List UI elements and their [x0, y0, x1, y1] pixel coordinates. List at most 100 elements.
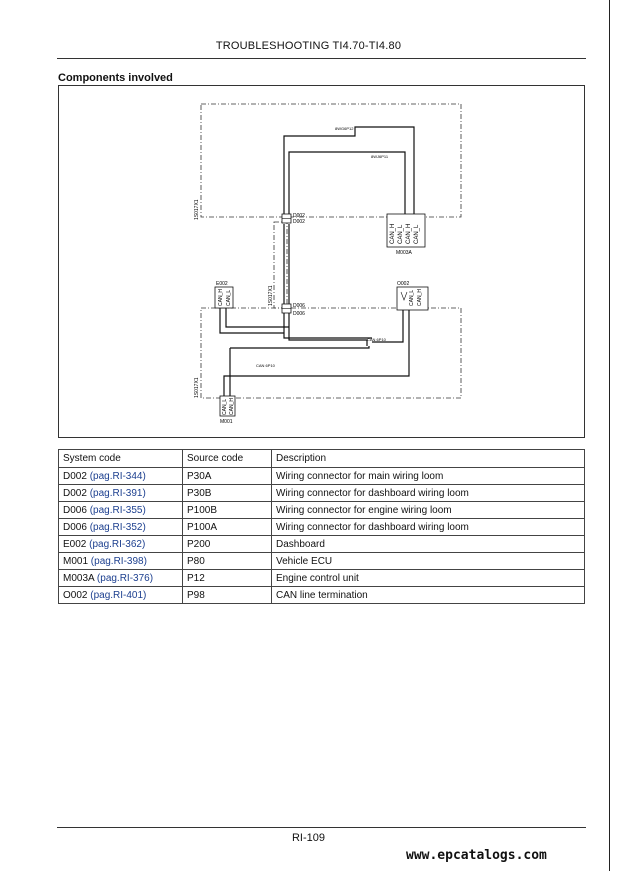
loom-label-top: 1S017X1	[194, 199, 200, 220]
loom-label-bottom: 1S017X1	[194, 377, 200, 398]
loom-label-middle: 1S017X1	[268, 285, 274, 306]
description-cell: Dashboard	[271, 535, 585, 553]
table-row: E002 (pag.RI-362) P200 Dashboard	[58, 535, 585, 553]
table-row: D006 (pag.RI-355) P100B Wiring connector…	[58, 501, 585, 519]
table-row: D002 (pag.RI-391) P30B Wiring connector …	[58, 484, 585, 502]
system-code-cell: E002 (pag.RI-362)	[58, 535, 183, 553]
source-code-cell: P100B	[182, 501, 272, 519]
page-reference-link[interactable]: (pag.RI-376)	[96, 572, 154, 584]
footer-rule	[57, 827, 586, 828]
source-code-cell: P200	[182, 535, 272, 553]
connector-m003a	[386, 213, 426, 248]
page-number: RI-109	[291, 832, 326, 844]
connector-m001	[219, 395, 236, 417]
table-row: M003A (pag.RI-376) P12 Engine control un…	[58, 569, 585, 587]
connector-e002-label: E002	[216, 281, 228, 287]
system-code-cell: D002 (pag.RI-344)	[58, 467, 183, 485]
wire-o002-2	[223, 292, 410, 396]
connector-e002	[214, 286, 234, 309]
wire-m001	[229, 346, 370, 396]
connector-d006-label-b: D006	[293, 311, 305, 317]
page-header-title: TROUBLESHOOTING TI4.70-TI4.80	[215, 40, 402, 52]
description-cell: Engine control unit	[271, 569, 585, 587]
pin-label: CAN_L	[409, 290, 415, 306]
connector-o002	[396, 286, 429, 311]
page-reference-link[interactable]: (pag.RI-362)	[89, 538, 146, 550]
pin-label: CAN_H	[229, 398, 235, 415]
pin-label: CAN_H	[406, 224, 412, 244]
source-code-cell: P30A	[182, 467, 272, 485]
system-code-cell: D006 (pag.RI-355)	[58, 501, 183, 519]
page-reference-link[interactable]: (pag.RI-391)	[89, 487, 146, 499]
pin-label: CAN_L	[222, 399, 228, 415]
column-header: Source code	[182, 449, 272, 468]
loom-outline-middle	[273, 221, 288, 309]
source-code-cell: P98	[182, 586, 272, 604]
wire-label: CAN 6P10	[256, 363, 276, 368]
system-code: M003A	[63, 572, 95, 584]
table-header-row: System code Source code Description	[58, 449, 585, 468]
table-row: D002 (pag.RI-344) P30A Wiring connector …	[58, 467, 585, 485]
pin-label: CAN_H	[390, 224, 396, 244]
table-row: O002 (pag.RI-401) P98 CAN line terminati…	[58, 586, 585, 604]
column-header: Description	[271, 449, 585, 468]
connector-o002-label: O002	[397, 281, 409, 287]
wire-m003a-1	[283, 126, 415, 220]
wire-trunk-1	[283, 312, 372, 339]
system-code: D006	[63, 504, 87, 516]
header-rule	[57, 58, 586, 59]
page-edge-rule	[609, 0, 610, 871]
section-title: Components involved	[58, 72, 173, 84]
page-reference-link[interactable]: (pag.RI-398)	[90, 555, 147, 567]
termination-resistor-icon	[400, 291, 408, 301]
connector-d002-label-b: D002	[293, 219, 305, 225]
wire-m003a-2	[288, 151, 406, 220]
wire-label: 8WG6P12	[335, 126, 354, 131]
description-cell: Vehicle ECU	[271, 552, 585, 570]
description-cell: Wiring connector for dashboard wiring lo…	[271, 518, 585, 536]
page-reference-link[interactable]: (pag.RI-355)	[89, 504, 146, 516]
wiring-diagram-svg: 1S017X1 1S017X1 1S017X1 8WG6P12 8WJ6P11 …	[194, 103, 462, 425]
system-code-cell: M001 (pag.RI-398)	[58, 552, 183, 570]
system-code-cell: M003A (pag.RI-376)	[58, 569, 183, 587]
wiring-diagram: 1S017X1 1S017X1 1S017X1 8WG6P12 8WJ6P11 …	[58, 85, 585, 438]
source-code-cell: P30B	[182, 484, 272, 502]
pin-label: CAN_H	[218, 289, 224, 306]
connector-d006-label: D006	[293, 303, 305, 309]
description-cell: Wiring connector for main wiring loom	[271, 467, 585, 485]
source-code-cell: P100A	[182, 518, 272, 536]
pin-label: CAN_H	[417, 289, 423, 306]
system-code: M001	[63, 555, 89, 567]
page-reference-link[interactable]: (pag.RI-401)	[90, 589, 147, 601]
system-code: D006	[63, 521, 87, 533]
column-header: System code	[58, 449, 183, 468]
system-code: D002	[63, 470, 87, 482]
wire-trunk-2	[288, 312, 368, 346]
pin-label: CAN_L	[226, 290, 232, 306]
table-row: M001 (pag.RI-398) P80 Vehicle ECU	[58, 552, 585, 570]
source-code-cell: P80	[182, 552, 272, 570]
description-cell: CAN line termination	[271, 586, 585, 604]
components-table: System code Source code Description D002…	[58, 449, 585, 604]
table-row: D006 (pag.RI-352) P100A Wiring connector…	[58, 518, 585, 536]
wire-e002-2	[225, 293, 289, 328]
wire-vertical-trunk	[283, 224, 290, 308]
system-code-cell: O002 (pag.RI-401)	[58, 586, 183, 604]
system-code-cell: D006 (pag.RI-352)	[58, 518, 183, 536]
description-cell: Wiring connector for dashboard wiring lo…	[271, 484, 585, 502]
wire-label: CAN 6P10	[367, 337, 387, 342]
system-code: E002	[63, 538, 87, 550]
page-reference-link[interactable]: (pag.RI-344)	[89, 470, 146, 482]
wires	[219, 126, 415, 396]
system-code: D002	[63, 487, 87, 499]
wire-label: 8WJ6P11	[371, 154, 389, 159]
loom-outline-bottom	[200, 307, 462, 399]
description-cell: Wiring connector for engine wiring loom	[271, 501, 585, 519]
connector-m003a-label: M003A	[396, 250, 413, 256]
pin-label: CAN_L	[414, 224, 420, 244]
watermark: www.epcatalogs.com	[406, 848, 547, 863]
connector-d002-label: D002	[293, 213, 305, 219]
connector-m001-label: M001	[220, 419, 233, 425]
pin-label: CAN_L	[398, 224, 404, 244]
page-reference-link[interactable]: (pag.RI-352)	[89, 521, 146, 533]
